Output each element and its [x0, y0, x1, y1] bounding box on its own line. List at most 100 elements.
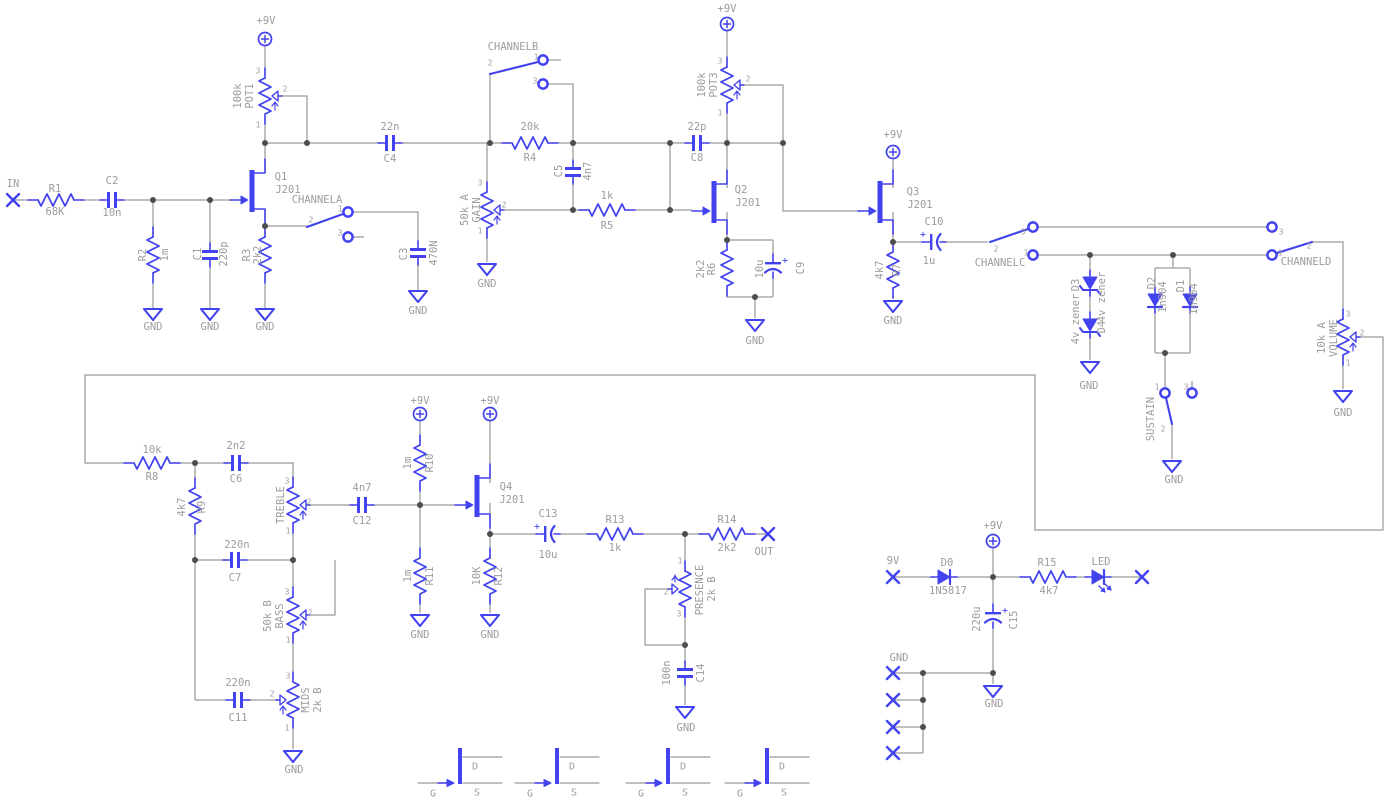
- label-3: 3: [286, 672, 291, 681]
- label-3: 3: [1346, 310, 1351, 319]
- label-2k2: 2k2: [252, 246, 264, 265]
- switch-pad-channela-3: [342, 231, 354, 243]
- label-d3: D3: [1070, 279, 1082, 292]
- switch-pad-channelb-1: [537, 54, 549, 66]
- label-3: 3: [285, 588, 290, 597]
- pin-led: [1134, 569, 1150, 585]
- label-bass: BASS: [274, 603, 286, 628]
- junction-dot: [262, 223, 268, 229]
- label-volume: VOLUME: [1328, 319, 1340, 357]
- label-g: G: [430, 789, 436, 800]
- gnd-symbol: [282, 749, 304, 764]
- label-1: 1: [718, 109, 723, 118]
- pin-gnd-4: [885, 745, 901, 761]
- junction-dot: [1162, 350, 1168, 356]
- label-g: G: [737, 789, 743, 800]
- label-2: 2: [270, 690, 275, 699]
- label-d: D: [680, 762, 686, 773]
- label-2k2: 2k2: [718, 542, 737, 554]
- label-presence: PRESENCE: [694, 565, 706, 616]
- label-pot3: POT3: [708, 72, 720, 97]
- label-+9v: +9V: [481, 395, 501, 407]
- label-3: 3: [1184, 383, 1189, 392]
- label-gnd: GND: [884, 315, 903, 327]
- junction-dot: [724, 237, 730, 243]
- pin-gnd-1: [885, 665, 901, 681]
- capacitor-C15: +: [983, 603, 1008, 629]
- resistor-R10: [412, 434, 428, 492]
- potentiometer-POT1: [257, 67, 283, 125]
- svg-text:+: +: [1002, 606, 1008, 617]
- label-c6: C6: [230, 473, 243, 485]
- power-9v-pot3: [719, 16, 735, 32]
- svg-text:+: +: [920, 230, 926, 241]
- label-1n904: 1n904: [1188, 283, 1200, 315]
- gnd-symbol: [1332, 389, 1354, 404]
- switch-lever-channela: [305, 212, 345, 229]
- resistor-R9: [187, 477, 203, 535]
- capacitor-C8: [684, 134, 710, 152]
- junction-dot: [570, 207, 576, 213]
- label-j201: J201: [907, 199, 932, 211]
- label-s: S: [781, 788, 787, 799]
- capacitor-C4: [377, 134, 403, 152]
- junction-dot: [920, 670, 926, 676]
- gnd-symbol: [199, 307, 221, 322]
- junction-dot: [192, 460, 198, 466]
- junction-dot: [920, 724, 926, 730]
- potentiometer-PRESENCE: [667, 560, 693, 618]
- wire: [739, 84, 784, 143]
- label-in: IN: [7, 178, 20, 190]
- junction-dot: [192, 557, 198, 563]
- potentiometer-POT3: [719, 56, 745, 114]
- label-3: 3: [1021, 228, 1026, 237]
- resistor-R2: [145, 226, 161, 284]
- junction-dot: [207, 197, 213, 203]
- diode-D2: [1146, 286, 1164, 314]
- switch-lever-channelb: [488, 60, 540, 76]
- label-r9: R9: [196, 501, 208, 514]
- label-channeld: CHANNELD: [1281, 256, 1332, 268]
- label-r10: R10: [424, 454, 436, 473]
- label-c11: C11: [229, 712, 248, 724]
- label-1k: 1k: [609, 542, 622, 554]
- label-r15: R15: [1038, 557, 1057, 569]
- label-1u: 1u: [923, 255, 936, 267]
- capacitor-C6: [223, 454, 249, 472]
- label-d0: D0: [941, 557, 954, 569]
- switch-pad-channeld-3: [1266, 221, 1278, 233]
- label-c8: C8: [691, 152, 704, 164]
- label-1: 1: [1278, 249, 1283, 258]
- label-r8: R8: [146, 471, 159, 483]
- label-gnd: GND: [985, 698, 1004, 710]
- label-out: OUT: [755, 546, 775, 558]
- potentiometer-MIDS: [275, 671, 301, 729]
- label-c14: C14: [695, 664, 707, 683]
- label-+9v: +9V: [257, 15, 277, 27]
- label-22p: 22p: [688, 121, 707, 133]
- label-r3: R3: [241, 249, 253, 262]
- gnd-symbol: [407, 289, 429, 304]
- label-led: LED: [1092, 556, 1111, 568]
- label-4v-zener: 4v zener: [1070, 294, 1082, 345]
- resistor-R4: [501, 135, 559, 151]
- junction-dot: [667, 207, 673, 213]
- switch-pad-channelb-3: [537, 78, 549, 90]
- gnd-symbol: [674, 705, 696, 720]
- switch-lever-channelc: [988, 227, 1030, 244]
- label-gnd: GND: [677, 722, 696, 734]
- transistor-Q4: [454, 463, 491, 529]
- capacitor-C12: [349, 496, 375, 514]
- label-2n2: 2n2: [227, 440, 246, 452]
- label-1: 1: [678, 557, 683, 566]
- label-gnd: GND: [256, 321, 275, 333]
- label-220n: 220n: [225, 677, 250, 689]
- capacitor-C13: +: [534, 522, 561, 544]
- label-2: 2: [1307, 242, 1312, 251]
- label-1: 1: [256, 121, 261, 130]
- resistor-R7: [885, 241, 901, 299]
- label-r14: R14: [718, 514, 737, 526]
- label-220u: 220u: [971, 606, 983, 631]
- junction-dot: [150, 197, 156, 203]
